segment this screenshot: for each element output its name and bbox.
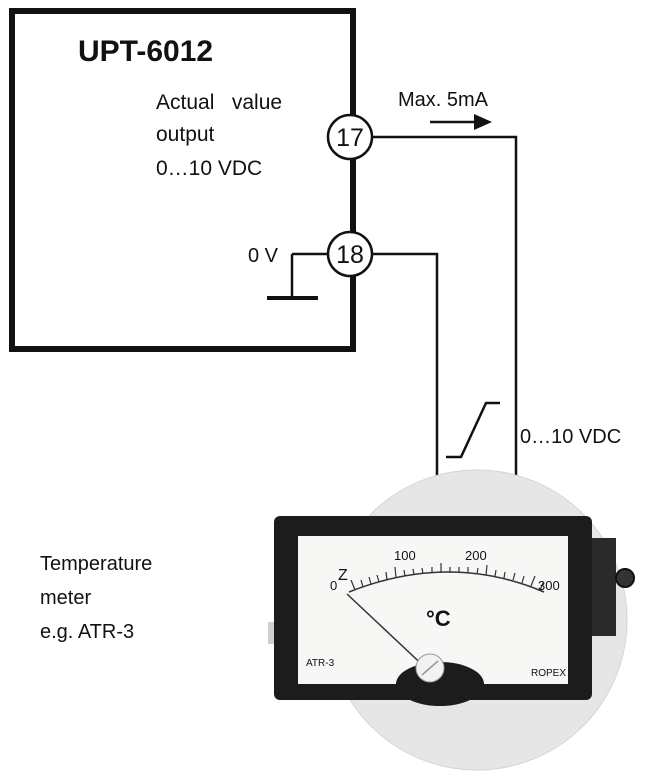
meter-unit: °C	[426, 606, 451, 631]
meter-caption-line3: e.g. ATR-3	[40, 621, 134, 643]
meter-terminal-bracket	[588, 538, 616, 636]
meter-scale-100: 100	[394, 548, 416, 563]
device-title: UPT-6012	[78, 35, 213, 68]
terminal-17-label: 17	[336, 124, 364, 152]
wire-positive	[372, 135, 518, 514]
meter-model-text: ATR-3	[306, 658, 335, 669]
temperature-meter: 0 100 200 300 Z °C ATR-3 ROPEX	[268, 469, 635, 771]
meter-caption-line2: meter	[40, 587, 91, 609]
meter-terminal-screw	[615, 568, 635, 588]
output-label-line2: output	[156, 123, 215, 146]
meter-scale-ticks	[350, 563, 544, 591]
output-label-line3: 0…10 VDC	[156, 157, 262, 180]
meter-caption-line1: Temperature	[40, 553, 152, 575]
device-box	[9, 8, 356, 352]
terminal-18-label: 18	[336, 241, 364, 269]
meter-side-clip	[268, 622, 274, 644]
current-arrow-head	[474, 114, 492, 130]
meter-brand-text: ROPEX	[531, 668, 566, 679]
signal-ramp-symbol	[446, 401, 500, 459]
meter-scale-0: 0	[330, 578, 337, 593]
current-limit-label: Max. 5mA	[398, 89, 489, 111]
ground-label: 0 V	[248, 245, 279, 267]
meter-scale-300: 300	[538, 578, 560, 593]
meter-scale-200: 200	[465, 548, 487, 563]
output-label-line1: Actual value	[156, 91, 282, 114]
wire-negative	[372, 252, 439, 514]
meter-needle	[346, 593, 431, 673]
meter-scale-arc	[348, 571, 545, 593]
voltage-range-label: 0…10 VDC	[520, 426, 621, 448]
meter-zero-mark: Z	[338, 567, 348, 584]
